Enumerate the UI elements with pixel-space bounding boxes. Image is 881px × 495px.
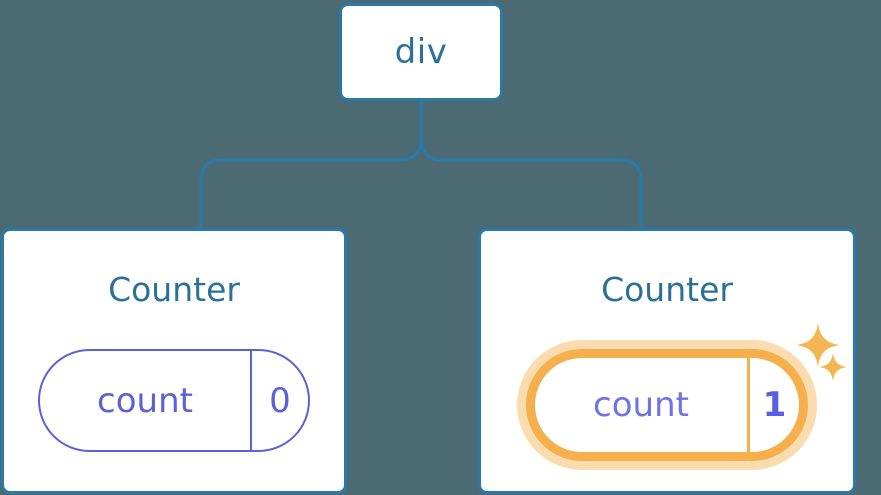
node-counter-right[interactable]: Counter count 1	[478, 228, 856, 494]
pill-divider	[747, 358, 750, 452]
node-counter-left[interactable]: Counter count 0	[1, 228, 347, 494]
state-key-label: count	[593, 385, 689, 425]
card-title: Counter	[601, 270, 733, 309]
node-root-div[interactable]: div	[339, 3, 503, 101]
edge-root-to-right	[419, 99, 643, 230]
sparkle-large-icon	[795, 322, 841, 368]
state-value-label: 1	[762, 385, 787, 425]
state-pill-wrapper: count 1	[526, 349, 808, 461]
state-value-label: 0	[269, 380, 291, 421]
state-pill-wrapper: count 0	[38, 349, 310, 452]
state-key-label: count	[97, 380, 193, 421]
state-pill-count-highlighted[interactable]: count 1	[526, 349, 808, 461]
sparkle-small-icon	[818, 352, 848, 382]
edge-root-to-left	[199, 99, 423, 230]
root-label: div	[394, 32, 448, 72]
card-title: Counter	[108, 270, 240, 309]
pill-divider	[250, 351, 252, 450]
state-pill-count[interactable]: count 0	[38, 349, 310, 452]
